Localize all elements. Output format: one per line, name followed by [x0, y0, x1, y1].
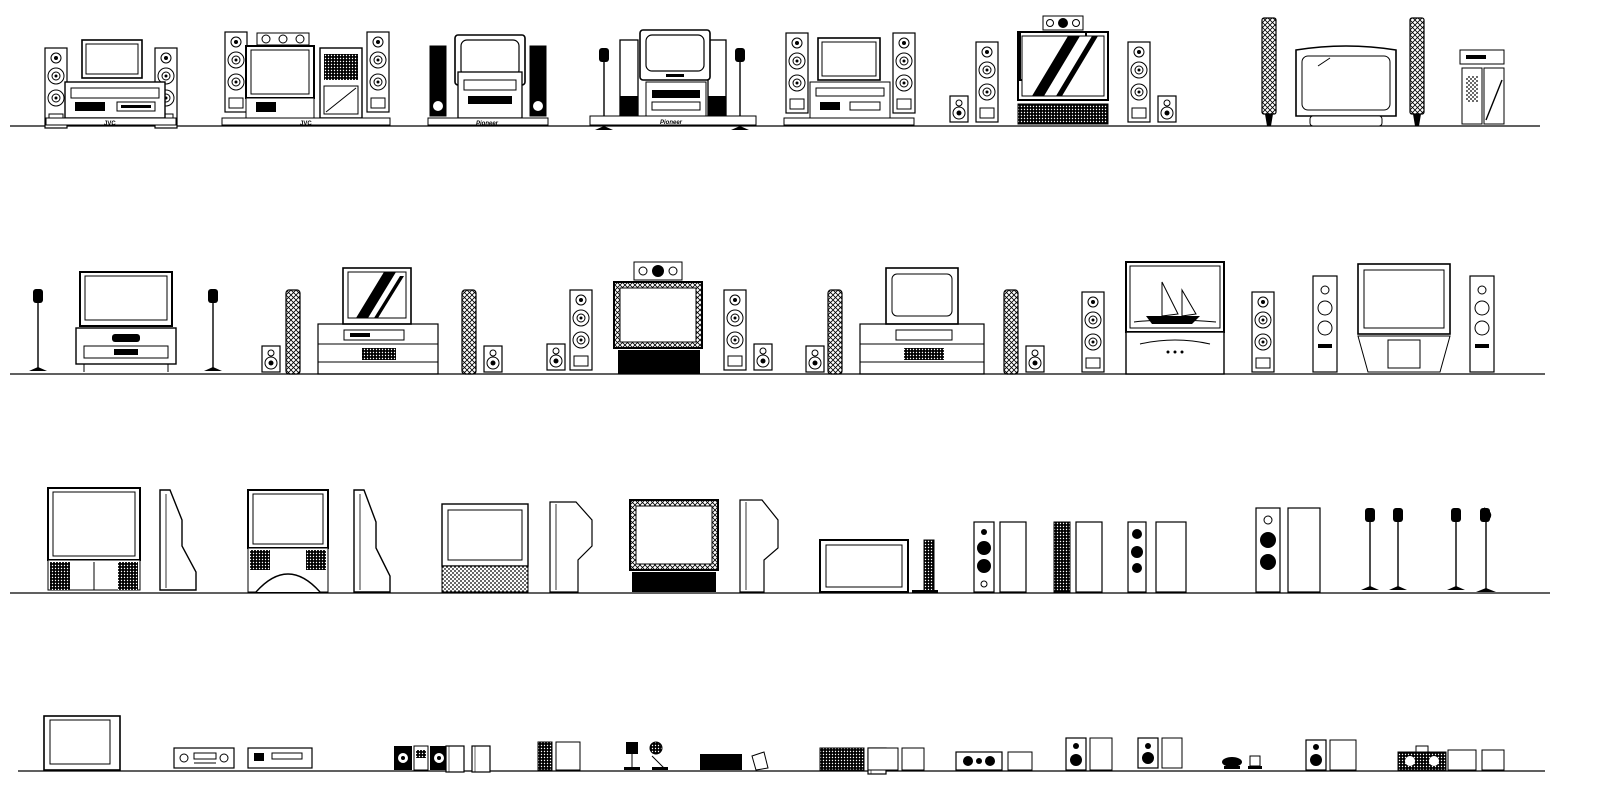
home-theater-set-5	[783, 32, 916, 126]
crt-monitor	[43, 715, 121, 771]
home-theater-set-11	[805, 267, 1045, 375]
speaker-pair-row4-2	[1137, 737, 1183, 769]
home-theater-set-4: Pioneer	[589, 29, 757, 131]
cd-player	[247, 747, 313, 769]
projection-tv-3-front	[441, 503, 529, 593]
mini-component-2	[819, 747, 925, 775]
plasma-tv-front	[819, 539, 909, 593]
projection-tv-1-front	[47, 487, 141, 591]
brand-label: JVC	[300, 121, 312, 127]
brand-label: Pioneer	[476, 121, 499, 127]
home-theater-set-3: Pioneer	[427, 34, 549, 127]
projection-tv-4-front	[629, 499, 719, 592]
home-theater-set-1: JVC	[44, 39, 178, 129]
floor-speaker-pair-2	[1053, 521, 1103, 593]
floor-speaker-pair-4	[1255, 507, 1321, 593]
home-theater-set-9	[261, 267, 503, 375]
projection-tv-4-side	[739, 499, 779, 593]
mini-component-3	[1397, 745, 1505, 771]
center-speaker-2	[955, 751, 1033, 771]
center-speaker	[700, 751, 769, 771]
mini-component-1	[393, 745, 491, 773]
home-theater-set-12	[1081, 261, 1275, 375]
floor-speaker-pair-3	[1127, 521, 1187, 593]
floor-speaker-pair-1	[973, 521, 1027, 593]
satellite-speakers	[624, 741, 668, 770]
home-theater-set-7	[1261, 17, 1505, 127]
home-theater-set-10	[546, 261, 773, 374]
speaker-pair-row4-3	[1305, 739, 1357, 771]
small-satellites	[1222, 755, 1262, 769]
home-theater-set-13	[1312, 263, 1495, 373]
home-theater-set-8	[28, 271, 223, 372]
brand-label: Pioneer	[660, 120, 683, 126]
amplifier	[173, 747, 235, 769]
brand-label: JVC	[104, 121, 116, 127]
speaker-pair-row4-1	[1065, 737, 1113, 771]
home-theater-set-6	[949, 15, 1177, 125]
projection-tv-1-side	[159, 489, 197, 591]
plasma-tv-side	[912, 539, 938, 593]
speaker-stands-set	[1360, 507, 1496, 592]
speaker-box-1	[537, 741, 581, 771]
home-theater-set-2: JVC	[221, 31, 391, 127]
projection-tv-2-front	[247, 489, 329, 593]
projection-tv-3-side	[549, 501, 593, 593]
projection-tv-2-side	[353, 489, 391, 593]
